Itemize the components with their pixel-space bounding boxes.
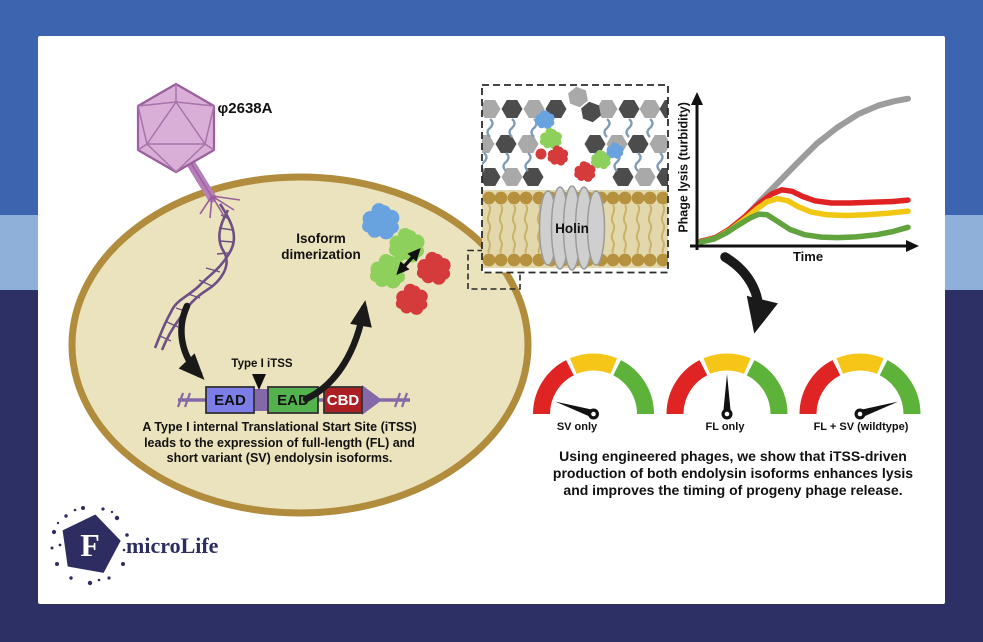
cell-caption-line1: A Type I internal Translational Start Si… bbox=[142, 420, 417, 434]
cell-caption-line2: leads to the expression of full-length (… bbox=[144, 435, 415, 450]
gauge-needle bbox=[555, 401, 598, 419]
membrane-panel: Holin bbox=[481, 84, 669, 274]
gene-label-ead2: EAD bbox=[277, 392, 309, 409]
journal-logo-mark: F bbox=[50, 506, 129, 586]
conclusion-text: Using engineered phages, we show that iT… bbox=[528, 448, 938, 499]
gauge-needle bbox=[722, 374, 732, 417]
journal-logo-text: microLife bbox=[126, 533, 219, 558]
gauge-label-fl-only: FL only bbox=[705, 421, 745, 433]
dimerization-label-line1: Isoform bbox=[296, 231, 346, 246]
gene-domain-ead2 bbox=[267, 386, 319, 414]
arrow-dna-to-gene bbox=[178, 302, 205, 380]
phage-virion bbox=[136, 82, 241, 219]
gene-domain-cbd bbox=[323, 386, 363, 414]
conclusion-line2: production of both endolysin isoforms en… bbox=[552, 465, 914, 481]
gene-label-ead1: EAD bbox=[214, 392, 246, 409]
logo-letter: F bbox=[80, 527, 100, 563]
curve-green bbox=[698, 211, 911, 245]
dimerization-double-arrow bbox=[396, 248, 421, 275]
gauge-needle bbox=[855, 401, 899, 419]
holin-label: Holin bbox=[555, 221, 589, 236]
chart-y-axis-label: Phage lysis (turbidity) bbox=[676, 102, 691, 233]
itss-position-marker bbox=[252, 374, 266, 390]
phage-tail-fibers bbox=[199, 195, 241, 219]
membrane-panel-border bbox=[481, 84, 669, 274]
cell-caption-line3: short variant (SV) endolysin isoforms. bbox=[166, 451, 393, 465]
gene-domain-ead1 bbox=[205, 386, 255, 414]
gene-label-cbd: CBD bbox=[327, 392, 360, 409]
conclusion-line1: Using engineered phages, we show that iT… bbox=[559, 448, 907, 464]
gauge-sv-only bbox=[533, 353, 654, 420]
isoform-blobs bbox=[362, 203, 451, 315]
curve-gray bbox=[698, 95, 911, 245]
phage-capsid bbox=[136, 82, 216, 174]
gauge-label-fl-sv-wildtype: FL + SV (wildtype) bbox=[813, 421, 909, 433]
cell-caption: A Type I internal Translational Start Si… bbox=[112, 420, 447, 467]
gauge-label-sv-only: SV only bbox=[556, 421, 598, 433]
gauge-fl-only bbox=[666, 353, 788, 420]
conclusion-line3: and improves the timing of progeny phage… bbox=[563, 482, 903, 498]
lysis-chart bbox=[690, 92, 919, 252]
holin-channel bbox=[538, 185, 606, 271]
endolysin-complex-1 bbox=[535, 110, 569, 166]
logo-speckles bbox=[50, 506, 129, 586]
dimerization-label: Isoform dimerization bbox=[246, 231, 396, 262]
gauge-fl-sv-wildtype bbox=[799, 353, 921, 420]
arrow-gene-to-isoforms bbox=[302, 300, 372, 403]
gene-construct: EAD EAD CBD bbox=[176, 374, 410, 415]
chart-x-axis-label: Time bbox=[792, 249, 824, 264]
phage-name-label: φ2638A bbox=[217, 100, 273, 117]
arrow-chart-to-gauges bbox=[720, 252, 778, 334]
dimerization-label-line2: dimerization bbox=[281, 246, 361, 262]
itss-label: Type I iTSS bbox=[231, 358, 293, 370]
